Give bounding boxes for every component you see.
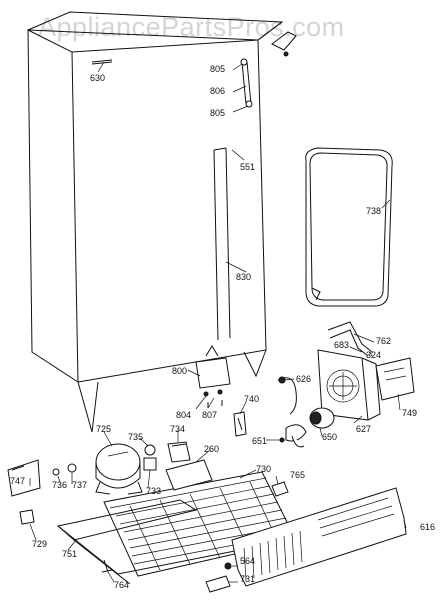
label-806: 806 [210, 86, 225, 96]
label-765: 765 [290, 470, 305, 480]
label-683: 683 [334, 340, 349, 350]
label-650: 650 [322, 432, 337, 442]
relay-parts [143, 441, 191, 471]
label-725: 725 [96, 424, 111, 434]
grille-616 [231, 487, 407, 587]
left-parts [7, 459, 77, 525]
duct-762 [327, 321, 373, 357]
label-805-top: 805 [210, 64, 225, 74]
label-730: 730 [256, 464, 271, 474]
label-627: 627 [356, 424, 371, 434]
fan-shroud-627 [317, 349, 381, 421]
label-762: 762 [376, 336, 391, 346]
tube-assembly [240, 58, 253, 108]
label-740: 740 [244, 394, 259, 404]
label-551: 551 [240, 162, 255, 172]
sensor-740 [233, 411, 247, 437]
label-564: 564 [240, 556, 255, 566]
label-800: 800 [172, 366, 187, 376]
label-830: 830 [236, 272, 251, 282]
compressor-725 [95, 443, 143, 495]
label-751: 751 [62, 549, 77, 559]
control-board-749 [375, 357, 415, 401]
base-pan-751 [56, 499, 251, 585]
label-735: 735 [128, 432, 143, 442]
label-324: 324 [366, 350, 381, 360]
clip-765 [271, 481, 289, 497]
label-731: 731 [240, 574, 255, 584]
label-729: 729 [32, 539, 47, 549]
label-807: 807 [202, 410, 217, 420]
label-734: 734 [170, 424, 185, 434]
label-764: 764 [114, 580, 129, 590]
heater-loop-738 [305, 147, 393, 307]
drain-pan-260 [165, 459, 213, 491]
label-630: 630 [90, 73, 105, 83]
label-626: 626 [296, 374, 311, 384]
label-733: 733 [146, 486, 161, 496]
label-738: 738 [366, 206, 381, 216]
label-737: 737 [72, 480, 87, 490]
label-616: 616 [420, 522, 435, 532]
bottom-parts [101, 559, 232, 593]
part-labels: 630 805 806 805 551 738 830 762 683 324 … [10, 64, 435, 590]
defrost-timer-800 [195, 345, 231, 408]
leader-lines [29, 61, 407, 583]
cabinet [27, 11, 284, 433]
fan-motor-group [277, 376, 335, 448]
label-736: 736 [52, 480, 67, 490]
label-651: 651 [252, 436, 267, 446]
label-805-bottom: 805 [210, 108, 225, 118]
label-804: 804 [176, 410, 191, 420]
top-bracket [271, 31, 297, 57]
label-749: 749 [402, 408, 417, 418]
label-260: 260 [204, 444, 219, 454]
label-747: 747 [10, 476, 25, 486]
